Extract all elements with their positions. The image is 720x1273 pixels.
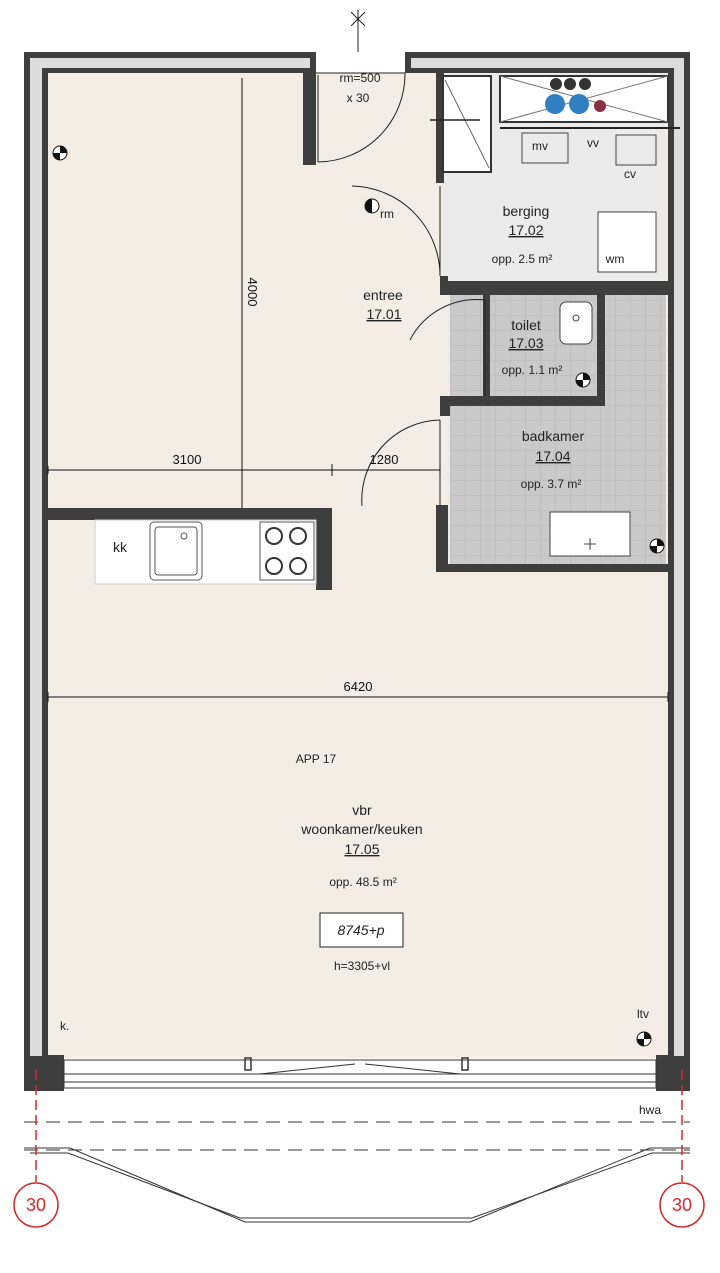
- door-swings: [351, 185, 486, 507]
- toilet-fixture: [559, 301, 593, 345]
- entree-name: entree: [363, 287, 403, 303]
- woonkamer-prefix: vbr: [352, 802, 372, 818]
- entree-number: 17.01: [366, 306, 401, 322]
- k-label: k.: [60, 1019, 69, 1033]
- grid-label-right: 30: [672, 1195, 692, 1215]
- rm-label: rm: [380, 207, 394, 221]
- grid-label-left: 30: [26, 1195, 46, 1215]
- window-frame: [63, 1057, 657, 1089]
- toilet-name: toilet: [511, 317, 541, 333]
- badkamer-name: badkamer: [522, 428, 585, 444]
- toilet-area: opp. 1.1 m²: [502, 363, 563, 377]
- level-box: [319, 912, 404, 948]
- rm-label-1: rm=500: [339, 71, 380, 85]
- grid-bubble-left: [13, 1182, 59, 1228]
- badkamer-area: opp. 3.7 m²: [521, 477, 582, 491]
- berging-number: 17.02: [508, 222, 543, 238]
- dimension-lines: [47, 78, 669, 702]
- wm-label: wm: [605, 252, 625, 266]
- vv-label: vv: [587, 136, 599, 150]
- inner-walls: [48, 73, 668, 590]
- level-label: 8745+p: [337, 922, 384, 938]
- badkamer-number: 17.04: [535, 448, 570, 464]
- bath-fixture: [549, 511, 631, 557]
- kk-label: kk: [113, 539, 128, 555]
- grid-bubble-right: [659, 1182, 705, 1228]
- socket-icons: [52, 145, 665, 1047]
- hwa-label: hwa: [639, 1103, 661, 1117]
- front-door: [316, 10, 406, 163]
- dimension-6420: 6420: [344, 679, 373, 694]
- height-label: h=3305+vl: [334, 959, 390, 973]
- balcony: [24, 1121, 690, 1223]
- berging-area: opp. 2.5 m²: [492, 252, 553, 266]
- woonkamer-name: woonkamer/keuken: [300, 821, 422, 837]
- woonkamer-number: 17.05: [344, 841, 379, 857]
- app-label: APP 17: [296, 752, 337, 766]
- mv-label: mv: [532, 139, 548, 153]
- dimension-3100: 3100: [173, 452, 202, 467]
- ltv-label: ltv: [637, 1007, 649, 1021]
- kitchen-counter: [94, 519, 317, 585]
- rm-label-2: x 30: [347, 91, 370, 105]
- berging-name: berging: [503, 203, 550, 219]
- grid-axes: [35, 1070, 683, 1182]
- cv-label: cv: [624, 167, 636, 181]
- dimension-4000: 4000: [245, 278, 260, 307]
- installation-shaft: [430, 75, 680, 173]
- woonkamer-area: opp. 48.5 m²: [329, 875, 396, 889]
- washing-machine: [597, 211, 657, 273]
- toilet-number: 17.03: [508, 335, 543, 351]
- dimension-1280: 1280: [370, 452, 399, 467]
